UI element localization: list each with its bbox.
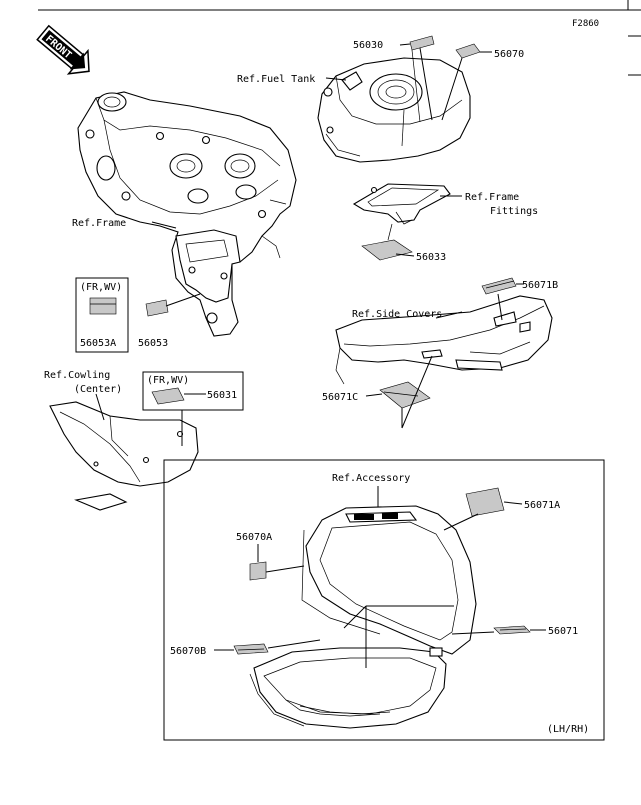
saddlebag-drawing xyxy=(249,505,477,729)
part-56071C: 56071C xyxy=(322,392,358,403)
label-56053-leader xyxy=(165,293,201,307)
front-arrow-icon: FRONT xyxy=(36,24,90,75)
part-56031: 56031 xyxy=(207,390,237,401)
label-56071B-shape xyxy=(481,277,517,295)
ref-fuel-tank-label: Ref.Fuel Tank xyxy=(237,74,315,85)
side-covers-drawing xyxy=(335,295,553,385)
variant-label-56031: (FR,WV) xyxy=(147,375,189,386)
variant-box-56031 xyxy=(142,371,244,411)
label-56030-leader xyxy=(419,47,433,121)
ref-accessory-label: Ref.Accessory xyxy=(332,473,410,484)
part-56053A: 56053A xyxy=(80,338,116,349)
label-56071A-shape xyxy=(465,487,505,517)
label-56070-shape xyxy=(455,43,481,59)
label-56070B-shape xyxy=(233,643,269,655)
side-note: (LH/RH) xyxy=(547,724,589,735)
cowling-drawing xyxy=(49,401,199,511)
part-56030: 56030 xyxy=(353,40,383,51)
ref-frame-fittings-label-2: Fittings xyxy=(490,206,538,217)
cowling-leader xyxy=(95,393,105,421)
label-56031-shape xyxy=(151,387,185,405)
label-56071-shape xyxy=(493,625,531,635)
label-56070B-leader xyxy=(267,639,321,649)
part-56071A: 56071A xyxy=(524,500,560,511)
ref-frame-label: Ref.Frame xyxy=(72,218,126,229)
frame-drawing xyxy=(77,91,297,337)
fuel-tank-leader xyxy=(325,77,347,81)
part-56070: 56070 xyxy=(494,49,524,60)
label-56053A-shape xyxy=(89,297,117,315)
part-56070A: 56070A xyxy=(236,532,272,543)
frame-fittings-drawing xyxy=(352,183,451,225)
label-56070A-leader xyxy=(265,565,305,573)
part-56070B: 56070B xyxy=(170,646,206,657)
frame-leader xyxy=(151,221,177,229)
accessory-frame xyxy=(163,459,605,741)
part-56071B: 56071B xyxy=(522,280,558,291)
variant-label-56053A: (FR,WV) xyxy=(80,282,122,293)
part-56033: 56033 xyxy=(416,252,446,263)
variant-box-56053A xyxy=(75,277,129,353)
part-56053: 56053 xyxy=(138,338,168,349)
label-56071C-shape xyxy=(379,381,431,409)
label-56033-shape xyxy=(361,239,413,261)
ref-side-covers-label: Ref.Side Covers xyxy=(352,309,442,320)
label-56030-shape xyxy=(409,35,435,51)
part-56071: 56071 xyxy=(548,626,578,637)
ref-frame-fittings-label-1: Ref.Frame xyxy=(465,192,519,203)
label-56071C-leader xyxy=(401,355,433,429)
fuel-tank-drawing xyxy=(317,57,471,163)
ref-cowling-label-2: (Center) xyxy=(74,384,122,395)
label-56071A-leader xyxy=(443,513,479,531)
label-56070-leader xyxy=(441,57,463,121)
ref-cowling-label-1: Ref.Cowling xyxy=(44,370,110,381)
label-56053-shape xyxy=(145,299,169,317)
figure-code: F2860 xyxy=(572,19,599,29)
label-56070A-shape xyxy=(249,561,267,581)
